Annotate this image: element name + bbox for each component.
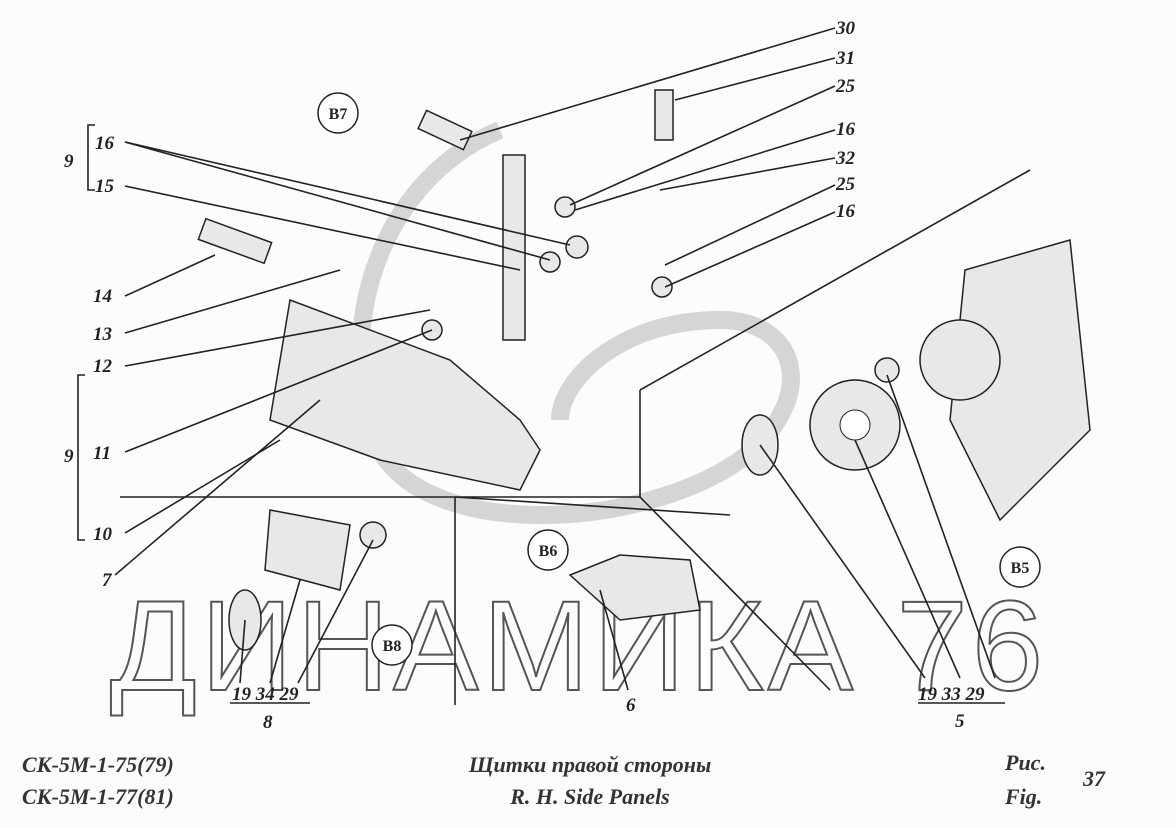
- figure-number: 37: [1083, 766, 1105, 791]
- callout-5: 5: [955, 711, 965, 732]
- view-ref-b6: B6: [539, 543, 558, 560]
- view-refs: B7 B6 B5 B8: [317, 92, 1041, 666]
- callout-16: 16: [836, 201, 856, 222]
- side-panel-7: [269, 298, 541, 491]
- callout-12: 12: [93, 356, 113, 377]
- callout-group-5-parts: 19 33 29: [918, 684, 985, 705]
- callout-6: 6: [626, 695, 636, 716]
- bracket-6: [568, 554, 701, 621]
- callout-32: 32: [835, 148, 856, 169]
- title-russian: Щитки правой стороны: [468, 752, 712, 777]
- watermark-swirl: [351, 121, 800, 524]
- parts: [197, 89, 1091, 651]
- pin-14: [197, 217, 273, 265]
- leader-lines: [77, 27, 1005, 704]
- model-code-2: СК-5М-1-77(81): [22, 784, 174, 809]
- callout-16: 16: [95, 133, 115, 154]
- callout-labels: 30 31 25 16 32 25 16 9 16 15 14 13 12 9 …: [64, 18, 985, 733]
- plate-34: [264, 509, 351, 591]
- callout-11: 11: [93, 443, 111, 464]
- view-ref-b8: B8: [383, 638, 402, 655]
- callout-9: 9: [64, 446, 74, 467]
- nut-29-b8: [359, 521, 387, 549]
- watermark: ДИНАМИКА 76: [110, 575, 1047, 718]
- fig-label-english: Fig.: [1005, 784, 1043, 809]
- callout-16: 16: [836, 119, 856, 140]
- callout-25: 25: [835, 76, 856, 97]
- callout-14: 14: [93, 286, 112, 307]
- callout-10: 10: [93, 524, 113, 545]
- nut-29: [874, 357, 900, 383]
- callout-15: 15: [95, 176, 115, 197]
- title-english: R. H. Side Panels: [510, 784, 670, 809]
- fig-label-russian: Рис.: [1005, 750, 1046, 775]
- callout-25: 25: [835, 174, 856, 195]
- callout-13: 13: [93, 324, 112, 345]
- view-ref-b7: B7: [329, 106, 348, 123]
- callout-7: 7: [102, 570, 113, 591]
- callout-30: 30: [835, 18, 856, 39]
- callout-31: 31: [835, 48, 855, 69]
- callout-9: 9: [64, 151, 74, 172]
- callout-8: 8: [263, 712, 273, 733]
- pulley: [919, 319, 1001, 401]
- bolt-31: [654, 89, 674, 141]
- bolt-30: [417, 109, 473, 151]
- model-code-1: СК-5М-1-75(79): [22, 752, 174, 777]
- view-ref-b5: B5: [1011, 560, 1030, 577]
- callout-group-8-parts: 19 34 29: [232, 684, 299, 705]
